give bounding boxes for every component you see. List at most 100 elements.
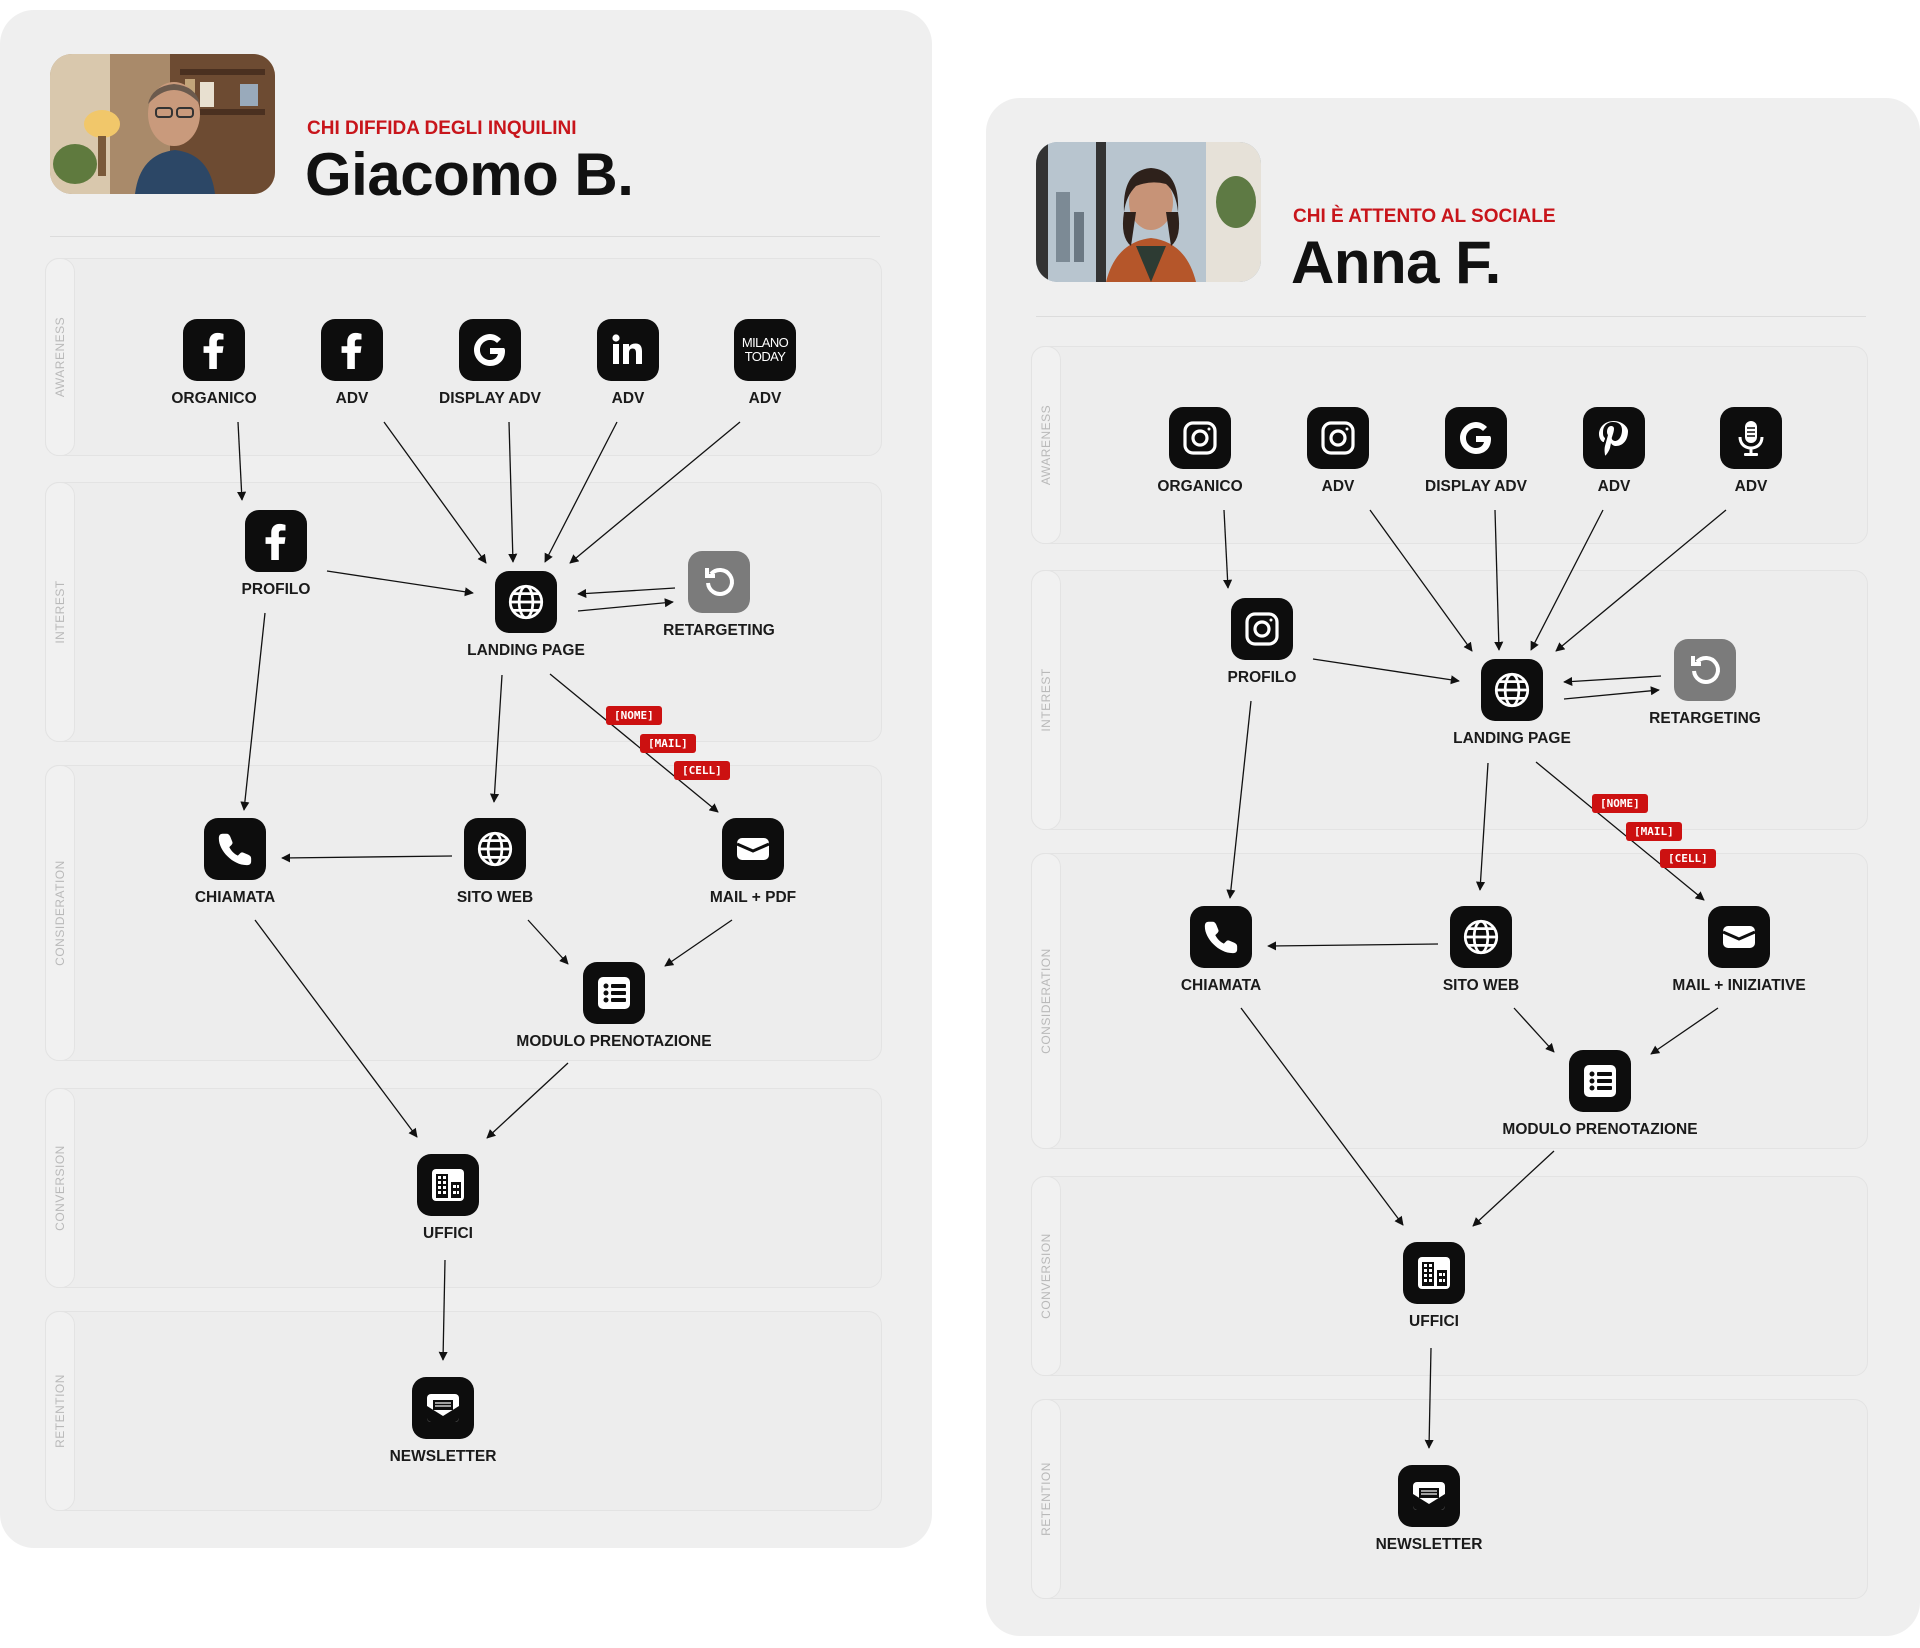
node-consideration-chiamata[interactable]: CHIAMATA [125, 818, 345, 907]
globe-icon [1481, 659, 1543, 721]
node-label: ORGANICO [171, 390, 257, 407]
node-interest-profilo[interactable]: PROFILO [166, 510, 386, 599]
data-tag-cell: [CELL] [674, 761, 730, 780]
phone-icon [204, 818, 266, 880]
instagram-icon [1169, 407, 1231, 469]
node-awareness-adv-podcast[interactable]: ADV [1641, 407, 1861, 496]
node-awareness-display-adv[interactable]: DISPLAY ADV [1366, 407, 1586, 496]
stage-interest: INTEREST [45, 482, 882, 742]
node-retention-newsletter[interactable]: NEWSLETTER [333, 1377, 553, 1466]
flow-arrows [1223, 509, 1727, 1449]
node-label: ADV [611, 390, 645, 407]
node-awareness-adv-facebook[interactable]: ADV [242, 319, 462, 408]
podcast-mic-icon [1720, 407, 1782, 469]
mail-icon [722, 818, 784, 880]
node-interest-profilo[interactable]: PROFILO [1152, 598, 1372, 687]
google-icon [459, 319, 521, 381]
node-label: NEWSLETTER [389, 1448, 497, 1465]
node-awareness-adv-instagram[interactable]: ADV [1228, 407, 1448, 496]
node-conversion-uffici[interactable]: UFFICI [1324, 1242, 1544, 1331]
node-label: LANDING PAGE [467, 642, 585, 659]
instagram-icon [1231, 598, 1293, 660]
office-icon [1403, 1242, 1465, 1304]
persona-name: Anna F. [1291, 229, 1501, 296]
node-awareness-adv-pinterest[interactable]: ADV [1504, 407, 1724, 496]
node-consideration-sito-web[interactable]: SITO WEB [385, 818, 605, 907]
facebook-icon [245, 510, 307, 572]
node-interest-retargeting[interactable]: RETARGETING [1595, 639, 1815, 728]
node-label: CHIAMATA [1180, 977, 1262, 994]
node-awareness-adv-linkedin[interactable]: ADV [518, 319, 738, 408]
persona-subtitle: CHI È ATTENTO AL SOCIALE [1293, 206, 1556, 227]
node-label: PROFILO [241, 581, 311, 598]
node-awareness-organico[interactable]: ORGANICO [104, 319, 324, 408]
data-tag-cell: [CELL] [1660, 849, 1716, 868]
persona-name: Giacomo B. [305, 141, 634, 208]
node-label: ORGANICO [1157, 478, 1243, 495]
node-label: SITO WEB [456, 889, 534, 906]
globe-icon [1450, 906, 1512, 968]
node-label: MODULO PRENOTAZIONE [516, 1033, 712, 1050]
node-label: PROFILO [1227, 669, 1297, 686]
persona-subtitle: CHI DIFFIDA DEGLI INQUILINI [307, 118, 577, 139]
linkedin-icon [597, 319, 659, 381]
stage-consideration: CONSIDERATION [45, 765, 882, 1061]
facebook-icon [321, 319, 383, 381]
list-form-icon [583, 962, 645, 1024]
logo-text: MILANO [741, 335, 789, 350]
persona-card-anna: CHI È ATTENTO AL SOCIALE Anna F. AWARENE… [986, 98, 1920, 1636]
newsletter-icon [1398, 1465, 1460, 1527]
header-divider [50, 236, 880, 237]
node-consideration-mail[interactable]: MAIL + PDF [643, 818, 863, 907]
node-interest-landing-page[interactable]: LANDING PAGE [1402, 659, 1622, 748]
node-awareness-display-adv[interactable]: DISPLAY ADV [380, 319, 600, 408]
node-label: NEWSLETTER [1375, 1536, 1483, 1553]
newsletter-icon [412, 1377, 474, 1439]
facebook-icon [183, 319, 245, 381]
node-label: UFFICI [423, 1225, 473, 1242]
list-form-icon [1569, 1050, 1631, 1112]
globe-icon [495, 571, 557, 633]
node-label: MAIL + PDF [709, 889, 797, 906]
node-label: LANDING PAGE [1453, 730, 1571, 747]
node-label: DISPLAY ADV [1425, 478, 1527, 495]
node-label: CHIAMATA [194, 889, 276, 906]
node-label: DISPLAY ADV [439, 390, 541, 407]
node-awareness-organico[interactable]: ORGANICO [1090, 407, 1310, 496]
logo-text: TODAY [744, 349, 786, 364]
flow-arrows [237, 421, 741, 1361]
node-label: UFFICI [1409, 1313, 1459, 1330]
node-label: RETARGETING [1649, 710, 1761, 727]
google-icon [1445, 407, 1507, 469]
node-consideration-sito-web[interactable]: SITO WEB [1371, 906, 1591, 995]
node-retention-newsletter[interactable]: NEWSLETTER [1319, 1465, 1539, 1554]
instagram-icon [1307, 407, 1369, 469]
globe-icon [464, 818, 526, 880]
node-label: ADV [1321, 478, 1355, 495]
node-interest-landing-page[interactable]: LANDING PAGE [416, 571, 636, 660]
node-consideration-modulo[interactable]: MODULO PRENOTAZIONE [504, 962, 724, 1051]
data-tag-nome: [NOME] [1592, 794, 1648, 813]
milano-today-icon: MILANO TODAY [734, 319, 796, 381]
node-awareness-adv-milano-today[interactable]: MILANO TODAY ADV [655, 319, 875, 408]
retargeting-icon [688, 551, 750, 613]
node-label: ADV [1597, 478, 1631, 495]
mail-icon [1708, 906, 1770, 968]
node-label: ADV [748, 390, 782, 407]
node-label: ADV [335, 390, 369, 407]
pinterest-icon [1583, 407, 1645, 469]
node-consideration-mail[interactable]: MAIL + INIZIATIVE [1629, 906, 1849, 995]
node-label: SITO WEB [1442, 977, 1520, 994]
node-conversion-uffici[interactable]: UFFICI [338, 1154, 558, 1243]
data-tag-mail: [MAIL] [640, 734, 696, 753]
stage-interest: INTEREST [1031, 570, 1868, 830]
node-consideration-modulo[interactable]: MODULO PRENOTAZIONE [1490, 1050, 1710, 1139]
data-tag-nome: [NOME] [606, 706, 662, 725]
woman-portrait-photo [1036, 142, 1261, 282]
stage-consideration: CONSIDERATION [1031, 853, 1868, 1149]
phone-icon [1190, 906, 1252, 968]
node-interest-retargeting[interactable]: RETARGETING [609, 551, 829, 640]
node-label: RETARGETING [663, 622, 775, 639]
node-consideration-chiamata[interactable]: CHIAMATA [1111, 906, 1331, 995]
header-divider [1036, 316, 1866, 317]
